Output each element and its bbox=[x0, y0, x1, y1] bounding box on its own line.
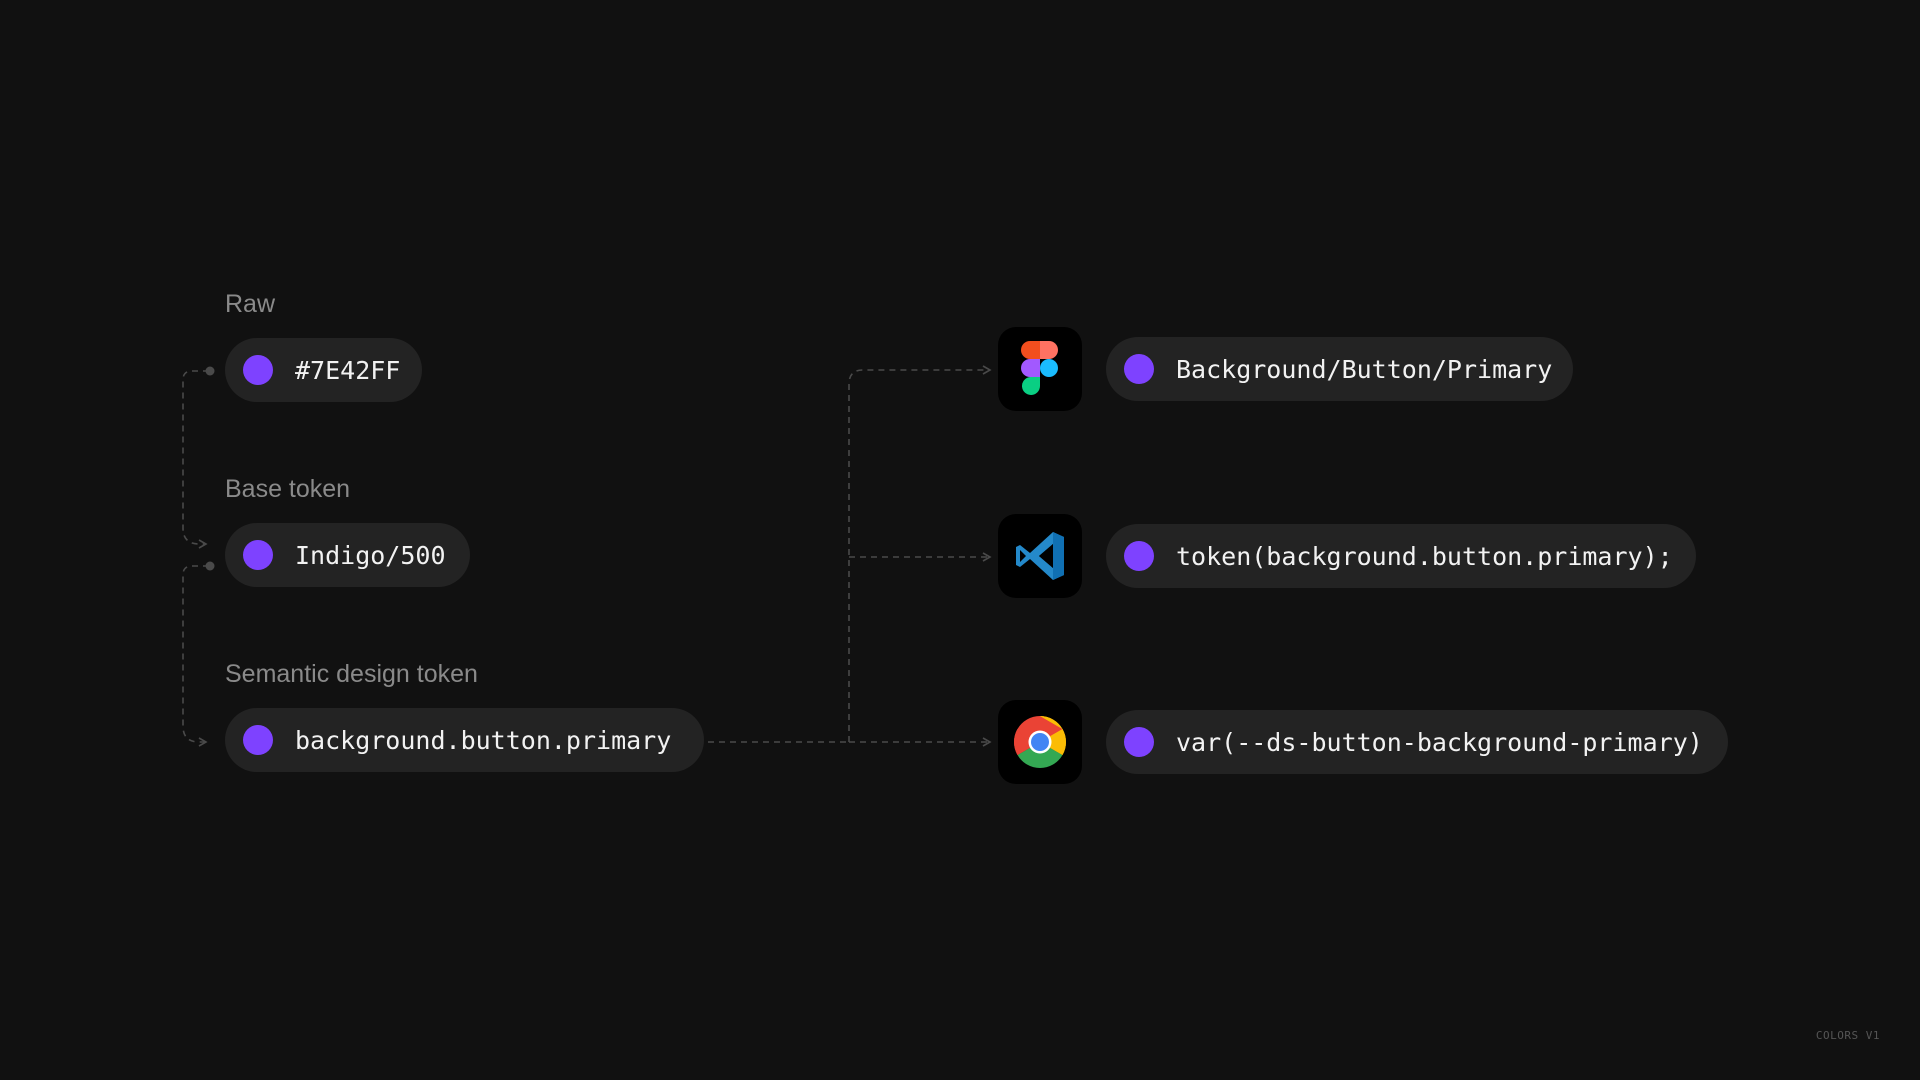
connector-trunk-vertical bbox=[848, 365, 992, 742]
color-swatch bbox=[243, 355, 273, 385]
chrome-output-pill: var(--ds-button-background-primary) bbox=[1106, 710, 1728, 774]
color-swatch bbox=[1124, 541, 1154, 571]
figma-output-pill: Background/Button/Primary bbox=[1106, 337, 1573, 401]
vscode-app-tile bbox=[998, 514, 1082, 598]
color-swatch bbox=[1124, 354, 1154, 384]
vscode-output-pill: token(background.button.primary); bbox=[1106, 524, 1696, 588]
connector-raw-to-base bbox=[182, 370, 209, 549]
chrome-icon bbox=[1014, 716, 1066, 768]
base-token-value: Indigo/500 bbox=[295, 540, 446, 570]
raw-token-pill: #7E42FF bbox=[225, 338, 422, 402]
color-swatch bbox=[243, 540, 273, 570]
raw-token-value: #7E42FF bbox=[295, 355, 401, 385]
color-swatch bbox=[243, 725, 273, 755]
base-token-pill: Indigo/500 bbox=[225, 523, 470, 587]
chrome-app-tile bbox=[998, 700, 1082, 784]
connector-base-to-semantic bbox=[182, 565, 209, 747]
connector-node-base bbox=[205, 561, 215, 571]
connector-node-raw bbox=[205, 366, 215, 376]
figma-icon bbox=[1021, 341, 1058, 395]
footer-version-label: COLORS V1 bbox=[1815, 1029, 1880, 1042]
vscode-icon bbox=[1016, 532, 1064, 580]
color-swatch bbox=[1124, 727, 1154, 757]
semantic-token-pill: background.button.primary bbox=[225, 708, 704, 772]
source-label-base: Base token bbox=[225, 475, 351, 503]
figma-app-tile bbox=[998, 327, 1082, 411]
chrome-output-value: var(--ds-button-background-primary) bbox=[1176, 727, 1703, 757]
source-label-raw: Raw bbox=[225, 290, 276, 318]
figma-output-value: Background/Button/Primary bbox=[1176, 354, 1553, 384]
source-label-semantic: Semantic design token bbox=[225, 660, 478, 688]
semantic-token-value: background.button.primary bbox=[295, 725, 672, 755]
vscode-output-value: token(background.button.primary); bbox=[1176, 541, 1673, 571]
